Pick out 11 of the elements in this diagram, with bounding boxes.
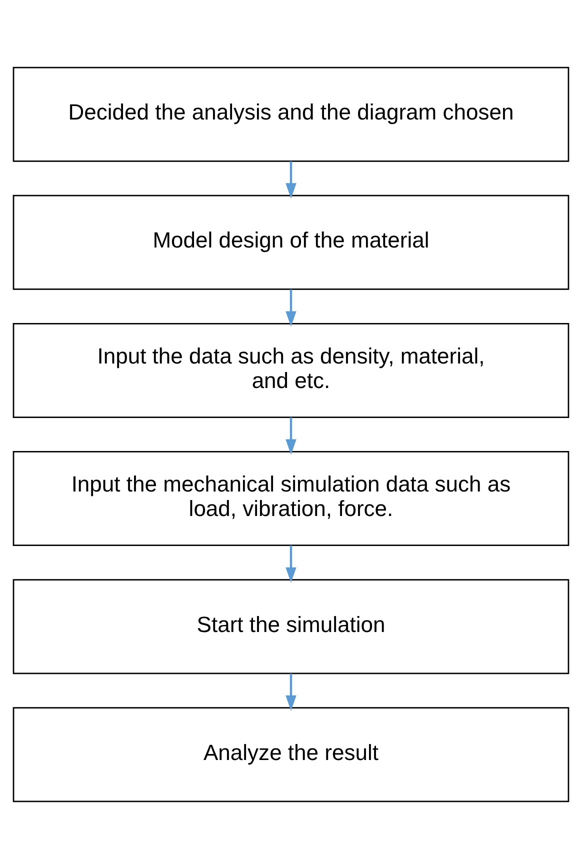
arrow (286, 673, 296, 710)
arrow (286, 160, 296, 198)
node-box: Start the simulation (12, 578, 570, 674)
node-box: Input the mechanical simulation data such as load, vibration, force. (12, 450, 570, 546)
arrow (286, 545, 296, 582)
node-box: Analyze the result (12, 706, 570, 802)
arrow (286, 288, 296, 326)
node-box: Decided the analysis and the diagram chosen (12, 66, 570, 162)
arrow (286, 416, 296, 454)
node-box: Input the data such as density, material, and etc. (12, 322, 570, 418)
node-box: Model design of the material (12, 194, 570, 290)
